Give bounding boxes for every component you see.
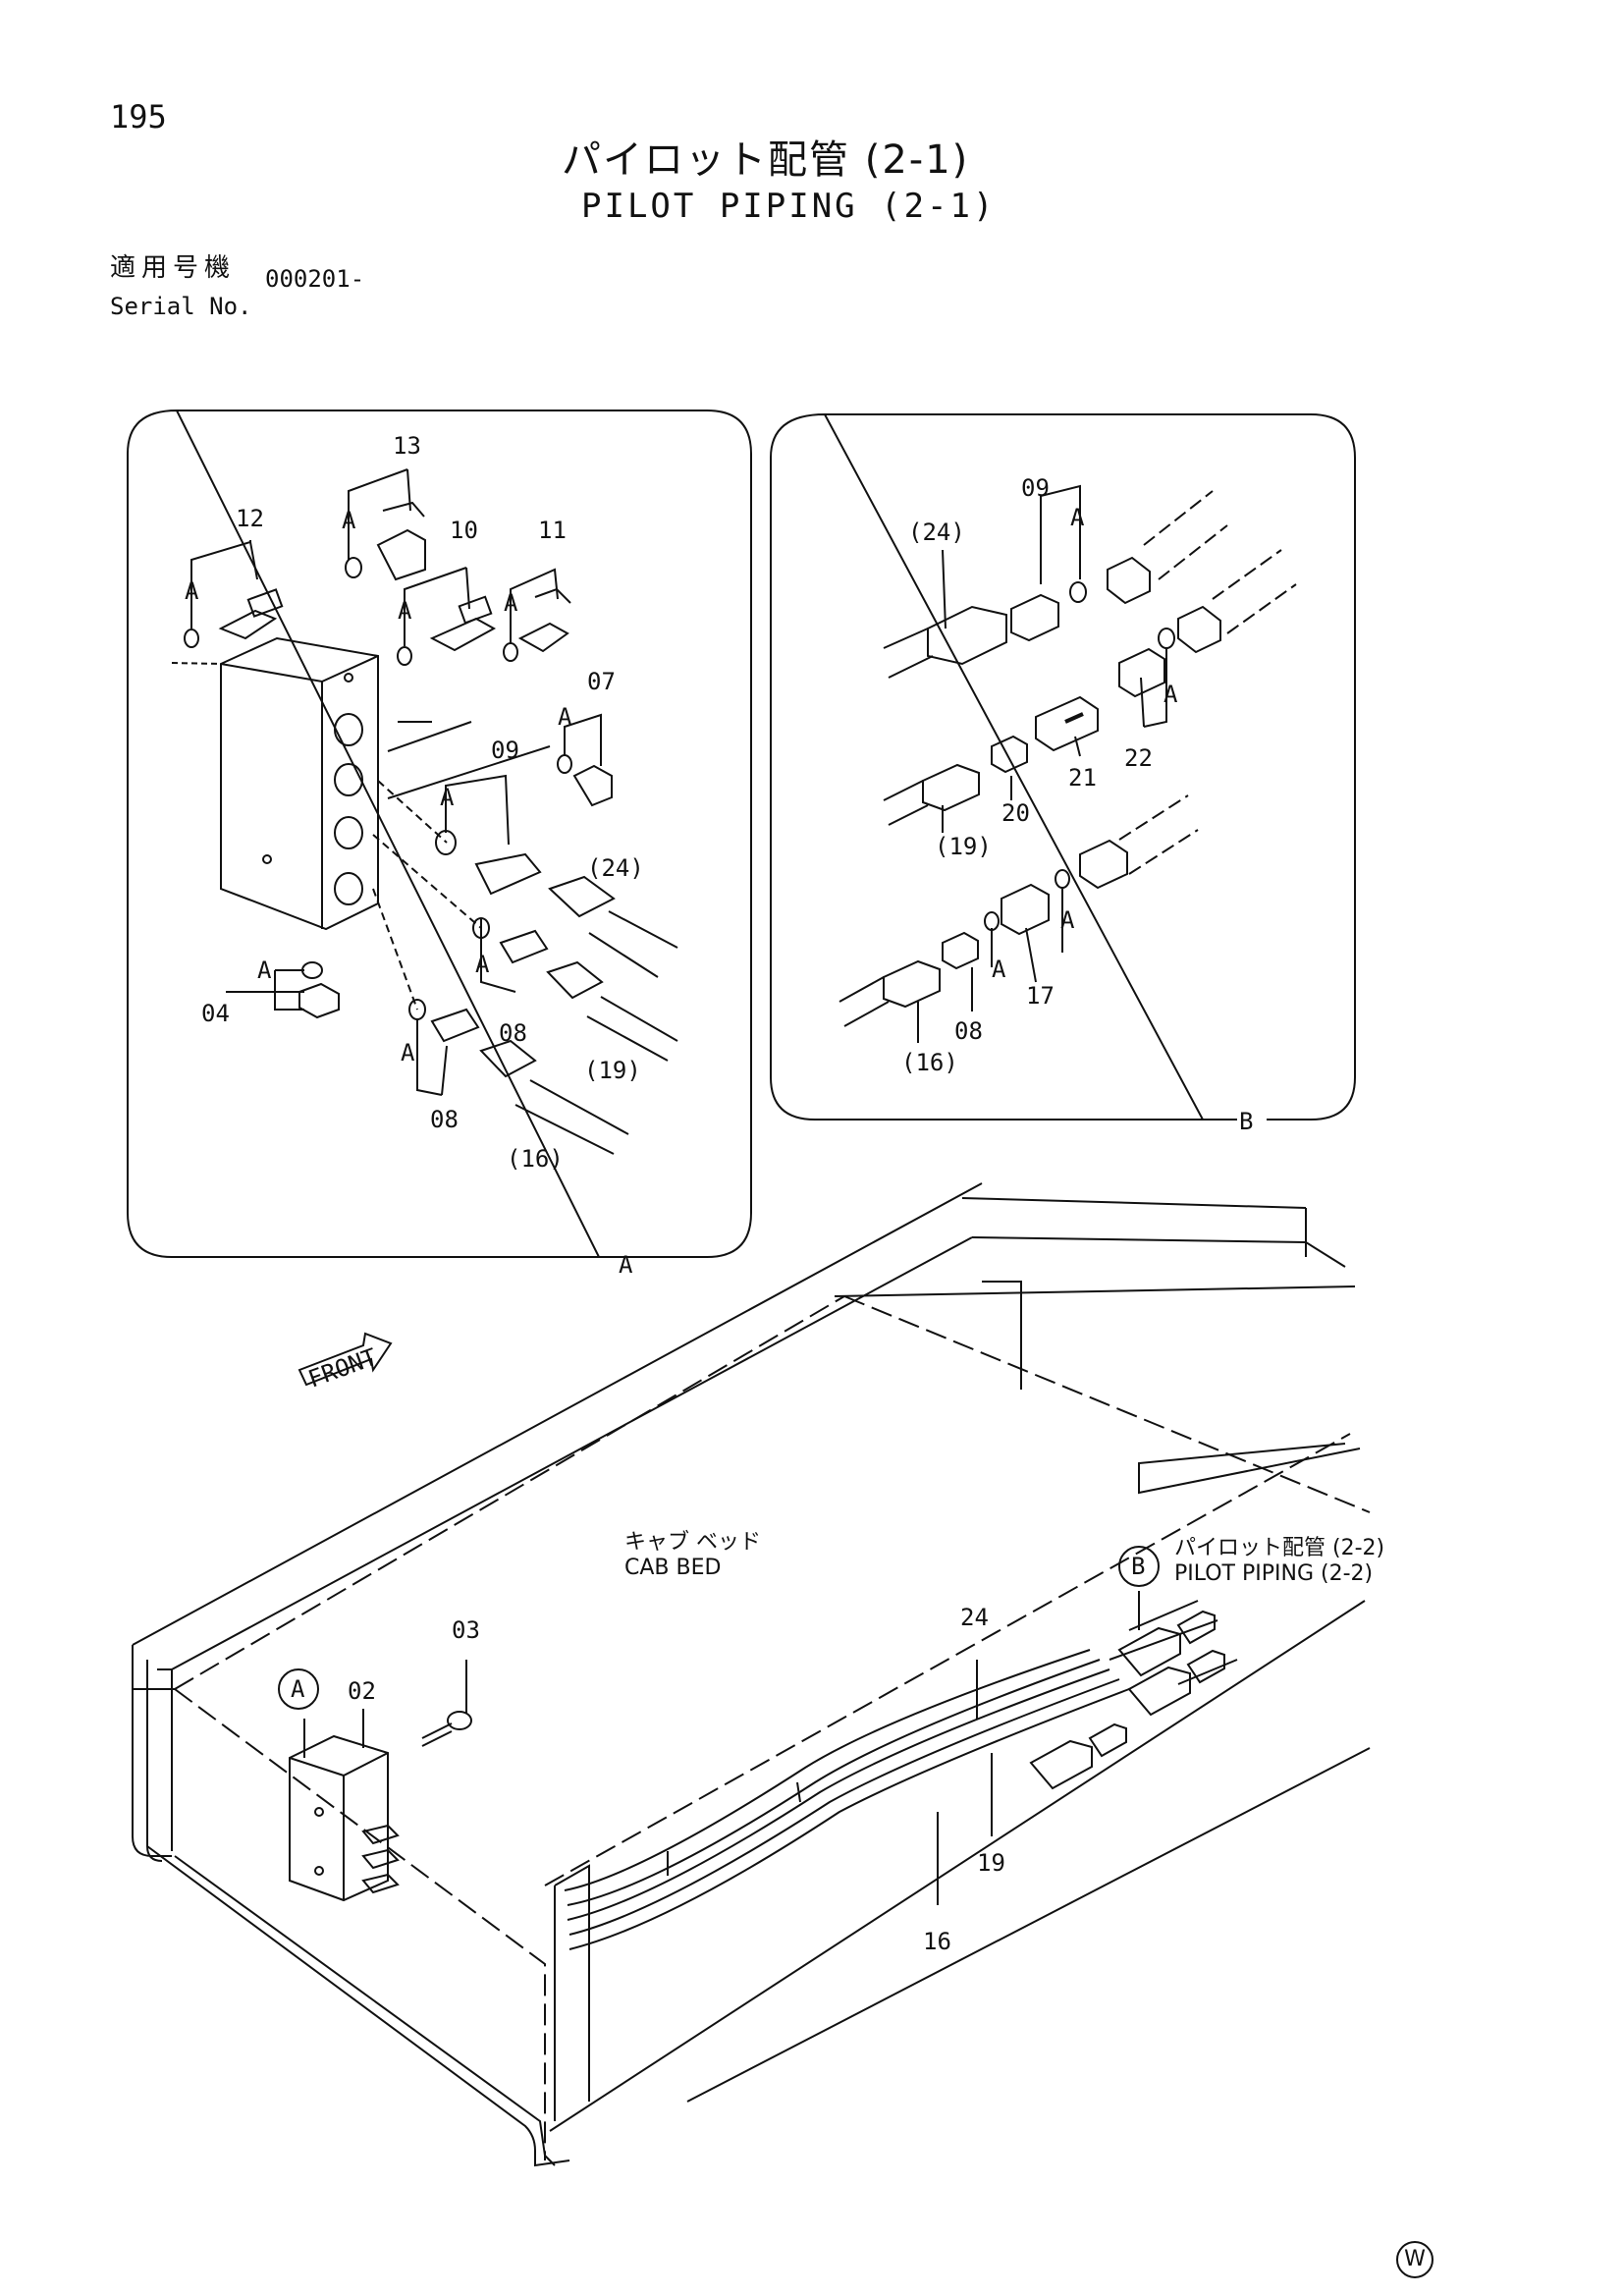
callout-a-13: 13: [393, 432, 421, 460]
detail-a-marker: A: [619, 1251, 633, 1279]
front-arrow: FRONT: [298, 1332, 393, 1394]
hose-coupling-24: [1117, 1610, 1216, 1677]
fitting-11: [517, 587, 571, 653]
front-label: FRONT: [304, 1343, 380, 1394]
callout-a-08-upper: 08: [499, 1019, 527, 1047]
hose-b-19: [883, 549, 1297, 826]
circle-a-label: A: [291, 1675, 305, 1703]
callout-b-22: 22: [1124, 744, 1153, 772]
watermark-w-icon: W: [1396, 2241, 1434, 2278]
page-number: 195: [110, 98, 167, 136]
reference-label-english: PILOT PIPING (2-2): [1174, 1561, 1374, 1586]
callout-main-19: 19: [977, 1849, 1005, 1877]
cab-bed-assembly: FRONT: [132, 1182, 1371, 2167]
cab-bed-label-english: CAB BED: [624, 1556, 722, 1580]
hose-b-16: [839, 794, 1199, 1027]
bolt-03: [421, 1711, 472, 1747]
seal-label-a-4: A: [504, 589, 518, 617]
callout-main-16: 16: [923, 1928, 951, 1955]
callout-b-20: 20: [1001, 799, 1030, 827]
circle-a-marker-shape: [278, 1668, 319, 1710]
callout-a-12: 12: [236, 505, 264, 532]
seal-label-a-5: A: [558, 703, 572, 731]
serial-label-japanese: 適用号機: [110, 253, 237, 283]
callout-a-11: 11: [538, 517, 567, 544]
manifold-mounted-02: [289, 1734, 400, 1902]
callout-a-10: 10: [450, 517, 478, 544]
callout-b-24: (24): [908, 519, 965, 546]
hose-assembly-19: [499, 929, 678, 1062]
callout-b-16: (16): [901, 1049, 958, 1076]
callout-a-04: 04: [201, 1000, 230, 1027]
circle-b-marker-shape: [1118, 1546, 1160, 1587]
title-japanese: パイロット配管 (2-1): [562, 137, 970, 183]
callout-a-16: (16): [507, 1145, 564, 1173]
callout-b-08: 08: [954, 1017, 983, 1045]
fitting-12: [218, 588, 284, 640]
circle-b-label: B: [1131, 1553, 1145, 1580]
hose-coupling-16: [1029, 1722, 1127, 1790]
callout-a-07: 07: [587, 668, 616, 695]
seal-label-b-1: A: [1070, 504, 1085, 531]
callout-b-19: (19): [935, 833, 992, 860]
reference-label-japanese: パイロット配管 (2-2): [1174, 1536, 1385, 1560]
callout-b-17: 17: [1026, 982, 1055, 1010]
detail-b-panel: B: [770, 412, 1356, 1135]
detail-a-panel: A: [127, 409, 752, 1279]
seal-label-a-1: A: [185, 577, 199, 605]
hose-b-24: [883, 490, 1228, 679]
hose-assembly-16: [430, 1008, 629, 1155]
serial-number-value: 000201-: [265, 265, 365, 293]
serial-label-english: Serial No.: [110, 293, 252, 320]
fitting-13: [376, 501, 426, 581]
seal-label-b-4: A: [1060, 906, 1075, 934]
callout-b-09: 09: [1021, 474, 1050, 502]
hose-assembly-24: [474, 852, 678, 978]
seal-label-b-3: A: [992, 956, 1006, 983]
cab-bed-label-japanese: キャブ ベッド: [624, 1530, 761, 1555]
title-english: PILOT PIPING (2-1): [581, 187, 997, 226]
seal-label-a-2: A: [342, 507, 356, 534]
fitting-07: [572, 764, 613, 807]
hose-coupling-19: [1127, 1649, 1225, 1717]
seal-label-a-7: A: [475, 951, 490, 978]
callout-a-19: (19): [584, 1057, 641, 1084]
seal-label-a-8: A: [401, 1039, 415, 1066]
seal-label-a-6: A: [440, 784, 455, 811]
callout-main-02: 02: [348, 1677, 376, 1705]
callout-main-24: 24: [960, 1604, 989, 1631]
fitting-10: [429, 595, 497, 652]
seal-label-b-2: A: [1163, 681, 1178, 708]
seal-label-a-9: A: [257, 957, 272, 984]
callout-a-24: (24): [587, 854, 644, 882]
callout-main-03: 03: [452, 1616, 480, 1644]
plug-04: [298, 982, 340, 1019]
seal-label-a-3: A: [398, 597, 412, 625]
callout-a-08-lower: 08: [430, 1106, 459, 1133]
callout-a-09: 09: [491, 737, 519, 764]
callout-b-21: 21: [1068, 764, 1097, 792]
manifold-block: [220, 636, 379, 931]
detail-b-marker: B: [1239, 1108, 1253, 1135]
